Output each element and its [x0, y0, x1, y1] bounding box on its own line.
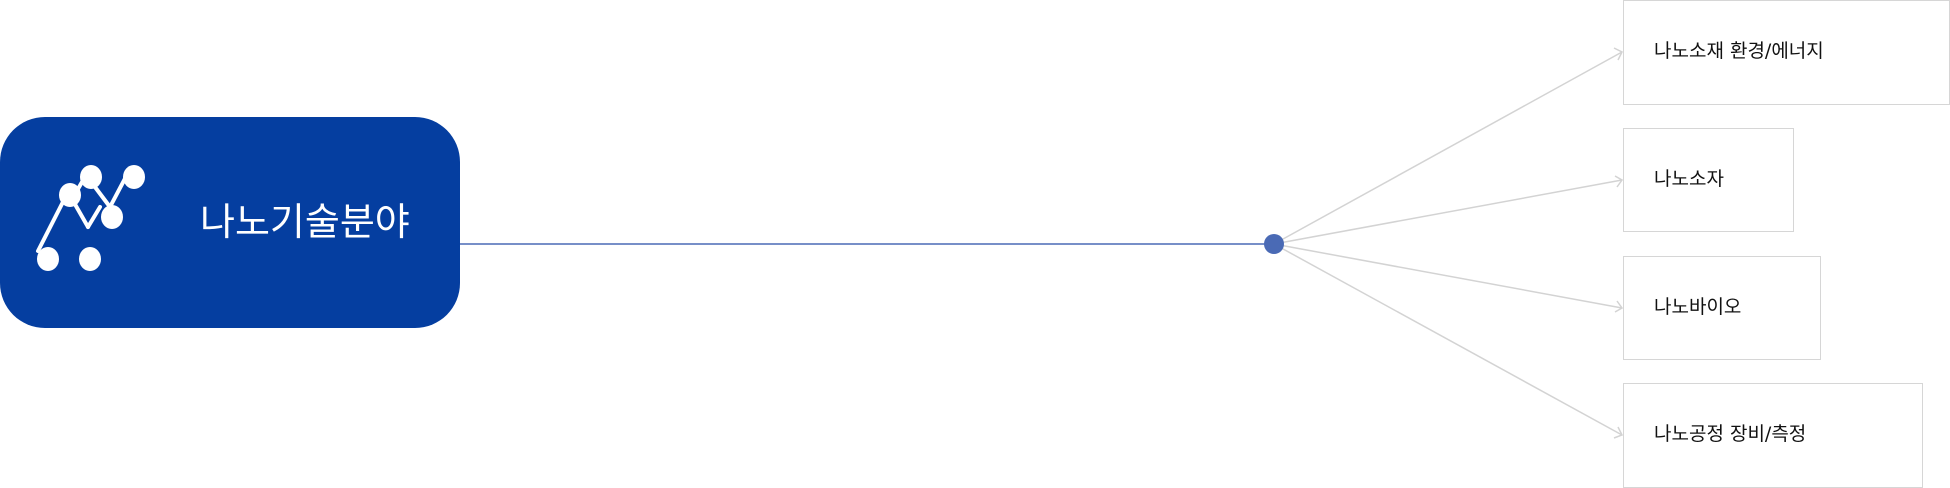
connector-2 [1273, 179, 1623, 245]
child-label: 나노공정 장비/측정 [1654, 423, 1807, 445]
connector-1 [1273, 51, 1623, 245]
arrowhead-4 [1613, 426, 1624, 439]
hub-dot [1264, 234, 1284, 254]
child-node-nanomaterials-energy[interactable]: 나노소재 환경/에너지 [1623, 0, 1950, 105]
child-label: 나노소자 [1654, 168, 1724, 190]
arrowhead-2 [1614, 175, 1624, 188]
arrowhead-1 [1613, 47, 1624, 61]
child-node-nanoprocess-equipment[interactable]: 나노공정 장비/측정 [1623, 383, 1923, 488]
child-node-nanobio[interactable]: 나노바이오 [1623, 256, 1821, 360]
arrowhead-3 [1614, 300, 1624, 313]
child-label: 나노바이오 [1654, 296, 1742, 318]
root-node[interactable]: 나노기술분야 [0, 117, 460, 328]
molecule-network-icon [36, 165, 145, 271]
child-label: 나노소재 환경/에너지 [1654, 40, 1824, 62]
child-node-nanodevices[interactable]: 나노소자 [1623, 128, 1794, 232]
connector-3 [1273, 243, 1623, 309]
connector-4 [1273, 243, 1623, 436]
root-label: 나노기술분야 [200, 200, 410, 244]
